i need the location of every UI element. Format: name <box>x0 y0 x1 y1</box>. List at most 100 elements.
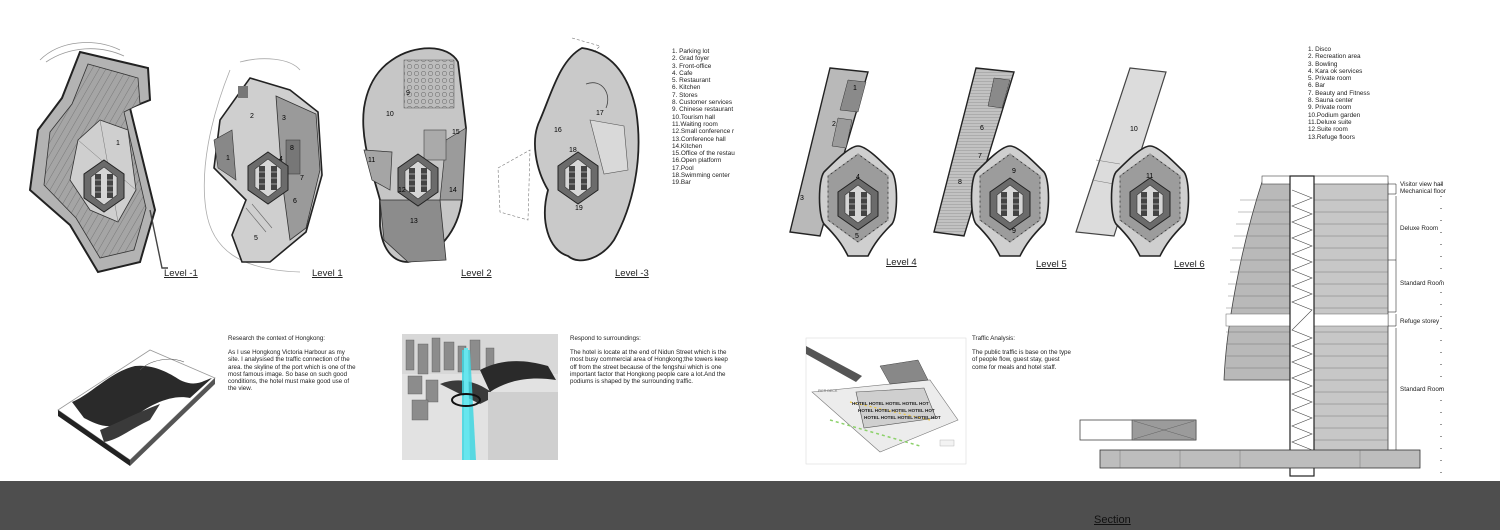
surroundings-note: Respond to surroundings: The hotel is lo… <box>570 335 734 385</box>
room-number: 4 <box>856 174 860 181</box>
legend-item: 1. Parking lot <box>672 48 710 55</box>
context-note-body: As I use Hongkong Victoria Harbour as my… <box>228 349 356 393</box>
traffic-map: HOTEL HOTEL HOTEL HOTEL HOT HOTEL HOTEL … <box>805 337 967 465</box>
section-label: Visitor view hall <box>1400 181 1444 188</box>
room-number: 9 <box>1012 168 1016 175</box>
legend-item: 13.Refuge floors <box>1308 133 1355 141</box>
legend-item: 17.Pool <box>672 164 694 172</box>
legend-item: 8. Customer services <box>672 99 733 107</box>
room-number: 10 <box>386 111 394 118</box>
legend-item: 12.Small conference r <box>672 128 735 136</box>
room-number: 11 <box>1146 173 1153 180</box>
context-map <box>57 349 216 466</box>
legend-item: 16.Open platform <box>672 157 722 165</box>
legend-item: 7. Beauty and Fitness <box>1308 89 1370 97</box>
legend-item: 2. Grad foyer <box>672 55 710 63</box>
section-label: Refuge storey <box>1400 318 1440 325</box>
legend-item: 15.Office of the restau <box>672 150 735 158</box>
legend-item: 3. Front-office <box>672 62 712 70</box>
legend-item: 9. Private room <box>1308 104 1352 112</box>
level-label: Level 6 <box>1174 259 1205 270</box>
traffic-note-title: Traffic Analysis: <box>972 335 1015 342</box>
legend-item: 7. Stores <box>672 91 698 99</box>
surroundings-model <box>402 334 558 460</box>
room-number: 1 <box>226 155 230 162</box>
traffic-hotel-label: HOTEL HOTEL HOTEL HOTEL HOT <box>858 408 935 413</box>
section-label: Deluxe Room <box>1400 225 1439 232</box>
section-label: Standard Room <box>1400 280 1445 287</box>
room-number: 13 <box>410 218 418 225</box>
legend-item: 5. Restaurant <box>672 77 711 85</box>
legend-item: 4. Kara ok services <box>1308 67 1363 75</box>
room-number: 5 <box>254 235 258 242</box>
plan-level-5: 6 7 8 9 9 <box>933 67 1050 257</box>
room-number: 1 <box>853 85 857 92</box>
room-number: 14 <box>449 187 457 194</box>
context-note-title: Research the context of Hongkong: <box>228 335 325 342</box>
level-label: Level -1 <box>164 268 198 279</box>
plan-level-2: 9 10 11 12 13 14 15 <box>362 47 467 263</box>
legend-item: 18.Swimming center <box>672 172 730 180</box>
legend-item: 2. Recreation area <box>1308 53 1361 61</box>
room-number: 12 <box>398 187 406 194</box>
room-number: 7 <box>978 153 982 160</box>
room-number: 9 <box>1012 228 1016 235</box>
room-number: 18 <box>569 147 577 154</box>
room-number: 8 <box>290 145 294 152</box>
room-number: 15 <box>452 129 460 136</box>
section-title: Section <box>1094 514 1131 526</box>
room-number: 3 <box>282 115 286 122</box>
room-number: 6 <box>980 125 984 132</box>
legend-item: 14.Kitchen <box>672 142 703 150</box>
legend-item: 10.Tourism hall <box>672 113 715 121</box>
legend-item: 8. Sauna center <box>1308 97 1354 105</box>
traffic-note: Traffic Analysis: The public traffic is … <box>972 335 1076 371</box>
room-number: 7 <box>300 175 304 182</box>
section-label: Mechanical floor <box>1400 188 1446 195</box>
level-label: Level -3 <box>615 268 649 279</box>
traffic-note-body: The public traffic is base on the type o… <box>972 349 1071 371</box>
room-number: 2 <box>832 121 836 128</box>
room-number: 2 <box>250 113 254 120</box>
plan-level-minus3: 16 17 18 19 <box>497 37 640 262</box>
room-number: 1 <box>116 140 120 147</box>
room-number: 11 <box>368 157 375 164</box>
plan-level-1: 1 2 3 4 5 6 7 8 <box>203 58 323 273</box>
legend-item: 6. Bar <box>1308 82 1326 90</box>
legend-item: 11.Deluxe suite <box>1308 118 1352 126</box>
room-number: 8 <box>958 179 962 186</box>
traffic-pier-label: PIER DECK <box>818 389 838 393</box>
surroundings-note-title: Respond to surroundings: <box>570 335 641 342</box>
room-number: 9 <box>406 90 410 97</box>
level-label: Level 2 <box>461 268 492 279</box>
room-number: 10 <box>1130 126 1138 133</box>
bottom-band <box>0 481 1500 530</box>
room-number: 6 <box>293 198 297 205</box>
legend-item: 12.Suite room <box>1308 126 1348 134</box>
legend-item: 10.Podium garden <box>1308 111 1361 119</box>
room-number: 4 <box>279 156 283 163</box>
room-number: 19 <box>575 205 583 212</box>
room-number: 3 <box>800 195 804 202</box>
room-number: 16 <box>554 127 562 134</box>
level-label: Level 5 <box>1036 259 1067 270</box>
legend-item: 6. Kitchen <box>672 84 701 92</box>
legend-item: 3. Bowling <box>1308 60 1338 68</box>
traffic-hotel-label: HOTEL HOTEL HOTEL HOTEL HOT <box>852 401 929 406</box>
legend-item: 9. Chinese restaurant <box>672 106 734 114</box>
plan-level-4: 1 2 3 4 5 <box>789 67 898 257</box>
legend-item: 5. Private room <box>1308 75 1352 83</box>
level-label: Level 4 <box>886 257 917 268</box>
context-note: Research the context of Hongkong: As I u… <box>228 335 356 392</box>
surroundings-note-body: The hotel is locate at the end of Nidun … <box>570 349 728 386</box>
level-label: Level 1 <box>312 268 343 279</box>
plan-level-minus1: 1 <box>28 42 168 274</box>
room-number: 5 <box>855 233 859 240</box>
legend-item: 4. Cafe <box>672 69 693 77</box>
room-number: 17 <box>596 110 604 117</box>
legend-item: 1. Disco <box>1308 46 1332 53</box>
legend-item: 11.Waiting room <box>672 120 718 128</box>
